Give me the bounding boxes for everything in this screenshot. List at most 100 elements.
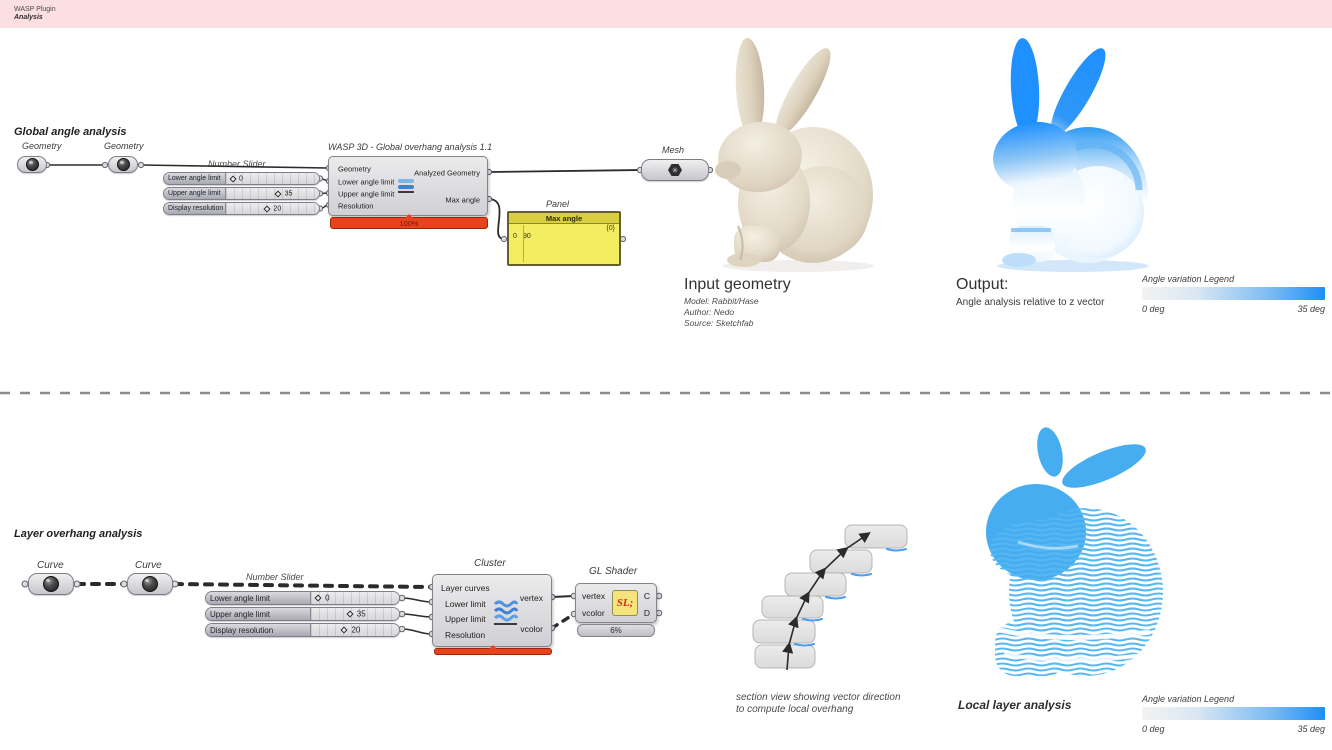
slider-knob[interactable]	[274, 189, 282, 198]
global-section-title: Global angle analysis	[14, 126, 127, 138]
geometry-node-1[interactable]	[17, 156, 47, 173]
mesh-label: Mesh	[662, 145, 685, 155]
banner-tab-label: Analysis	[14, 14, 43, 21]
number-slider-group-label-bottom: Number Slider	[246, 572, 304, 582]
bunny-ear-right	[1062, 444, 1146, 488]
input-bunny-render	[715, 38, 874, 272]
slider-label: Lower angle limit	[206, 592, 311, 604]
slider-label: Display resolution	[164, 203, 226, 214]
gl-input-vcolor[interactable]: vcolor	[582, 608, 605, 618]
mesh-hexagon-icon: ✳	[668, 164, 682, 176]
wasp-output-analyzed-geometry[interactable]: Analyzed Geometry	[414, 168, 480, 178]
local-layer-analysis-caption: Local layer analysis	[958, 698, 1072, 712]
cluster-output-vcolor[interactable]: vcolor	[520, 624, 543, 634]
cluster-title: Cluster	[474, 558, 506, 569]
wasp-input-resolution[interactable]: Resolution	[338, 201, 374, 211]
slider-knob[interactable]	[340, 626, 348, 634]
contour-bunny-render	[986, 427, 1163, 676]
cluster-input-upper-limit[interactable]: Upper limit	[445, 614, 486, 624]
cluster-output-vertex[interactable]: vertex	[519, 593, 543, 603]
legend-min: 0 deg	[1142, 304, 1165, 314]
slider-track[interactable]: 20	[226, 203, 319, 214]
overhang-highlights	[794, 548, 907, 647]
cluster-squiggle-icon	[493, 600, 519, 625]
output-bunny-render	[993, 38, 1149, 272]
geometry-node-2[interactable]	[108, 156, 138, 173]
layer-bars-icon	[398, 179, 414, 193]
cluster-input-lower-limit[interactable]: Lower limit	[445, 599, 486, 609]
slider-lower-angle-limit-bottom[interactable]: Lower angle limit 0	[205, 591, 400, 605]
sphere-icon	[25, 158, 39, 171]
panel-divider	[523, 225, 524, 262]
slider-upper-angle-limit-bottom[interactable]: 35 Upper angle limit	[205, 607, 400, 621]
slider-label: Upper angle limit	[206, 608, 311, 620]
geometry2-label: Geometry	[104, 141, 144, 151]
slider-lower-angle-limit-top[interactable]: Lower angle limit 0	[163, 172, 320, 185]
wasp-input-upper[interactable]: Upper angle limit	[338, 189, 395, 199]
mesh-node[interactable]: ✳	[641, 159, 709, 181]
wasp-component[interactable]: Geometry Lower angle limit Upper angle l…	[328, 156, 488, 216]
slider-knob[interactable]	[346, 610, 354, 618]
slider-value: 0	[239, 175, 243, 182]
slider-track[interactable]: 0	[311, 592, 399, 604]
wasp-component-title: WASP 3D - Global overhang analysis 1.1	[328, 142, 493, 152]
slider-track[interactable]: 0	[226, 173, 319, 184]
slider-value: 20	[351, 625, 361, 635]
panel-row-index: 0	[513, 233, 517, 240]
slider-display-resolution-bottom[interactable]: Display resolution 20	[205, 623, 400, 637]
gl-shader-component[interactable]: vertex vcolor C D SL;	[575, 583, 657, 623]
meta-model: Model: Rabbit/Hase	[684, 296, 759, 306]
panel-header: Max angle	[509, 213, 619, 224]
slider-track[interactable]: 20	[311, 624, 399, 636]
geometry1-label: Geometry	[22, 141, 62, 151]
panel-label: Panel	[546, 199, 570, 209]
gl-input-vertex[interactable]: vertex	[582, 591, 606, 601]
gl-progress-value: 6%	[610, 626, 622, 635]
cluster-input-resolution[interactable]: Resolution	[445, 630, 486, 640]
curve-node-2[interactable]	[127, 573, 173, 595]
output-subheading: Angle analysis relative to z vector	[956, 297, 1105, 308]
panel[interactable]: Max angle {0} 0 90	[507, 211, 621, 266]
curve-sphere-icon	[43, 576, 59, 592]
section-view-caption: section view showing vector direction to…	[736, 692, 901, 716]
slider-label: Lower angle limit	[164, 173, 226, 184]
layer-slab-1	[754, 644, 816, 669]
wasp-progress-bar: 100%	[330, 214, 488, 229]
layer-slab-6	[844, 524, 908, 549]
slider-value: 35	[284, 190, 293, 197]
wasp-input-geometry[interactable]: Geometry	[338, 164, 371, 174]
banner-plugin-name: WASP Plugin	[14, 6, 56, 13]
input-geometry-viewport	[678, 30, 883, 275]
input-geometry-heading: Input geometry	[684, 276, 791, 293]
meta-source: Source: Sketchfab	[684, 318, 754, 328]
layer-slab-4	[784, 572, 847, 597]
legend-min: 0 deg	[1142, 724, 1165, 734]
slider-track[interactable]: 35	[311, 608, 399, 620]
slider-value: 0	[325, 593, 330, 603]
cluster-input-layer-curves[interactable]: Layer curves	[441, 583, 490, 593]
legend-gradient-bar	[1142, 707, 1325, 720]
panel-path: {0}	[606, 225, 615, 232]
cluster-component[interactable]: Layer curves Lower limit Upper limit Res…	[432, 574, 552, 647]
input-geometry-meta: Model: Rabbit/Hase Author: Nedo Source: …	[684, 296, 759, 329]
panel-row-value: 90	[522, 233, 531, 240]
slider-display-resolution-top[interactable]: Display resolution 20	[163, 202, 320, 215]
curve-node-1[interactable]	[28, 573, 74, 595]
gl-output-d[interactable]: D	[643, 608, 650, 618]
angle-legend-top: Angle variation Legend 0 deg 35 deg	[1142, 274, 1325, 314]
wasp-input-lower[interactable]: Lower angle limit	[338, 177, 395, 187]
progress-notch	[405, 214, 413, 218]
slider-knob[interactable]	[263, 204, 271, 213]
slider-upper-angle-limit-top[interactable]: Upper angle limit 35	[163, 187, 320, 200]
curve1-label: Curve	[37, 560, 64, 571]
caption-line-1: section view showing vector direction	[736, 692, 901, 703]
slider-knob[interactable]	[314, 594, 322, 602]
curve2-label: Curve	[135, 560, 162, 571]
slider-track[interactable]: 35	[226, 188, 319, 199]
slider-knob[interactable]	[228, 174, 237, 183]
gl-shader-progress: 6%	[577, 624, 655, 637]
gl-output-c[interactable]: C	[643, 591, 650, 601]
meta-author: Author: Nedo	[684, 307, 735, 317]
gl-shader-title: GL Shader	[589, 566, 638, 577]
wasp-output-max-angle[interactable]: Max angle	[445, 195, 480, 205]
